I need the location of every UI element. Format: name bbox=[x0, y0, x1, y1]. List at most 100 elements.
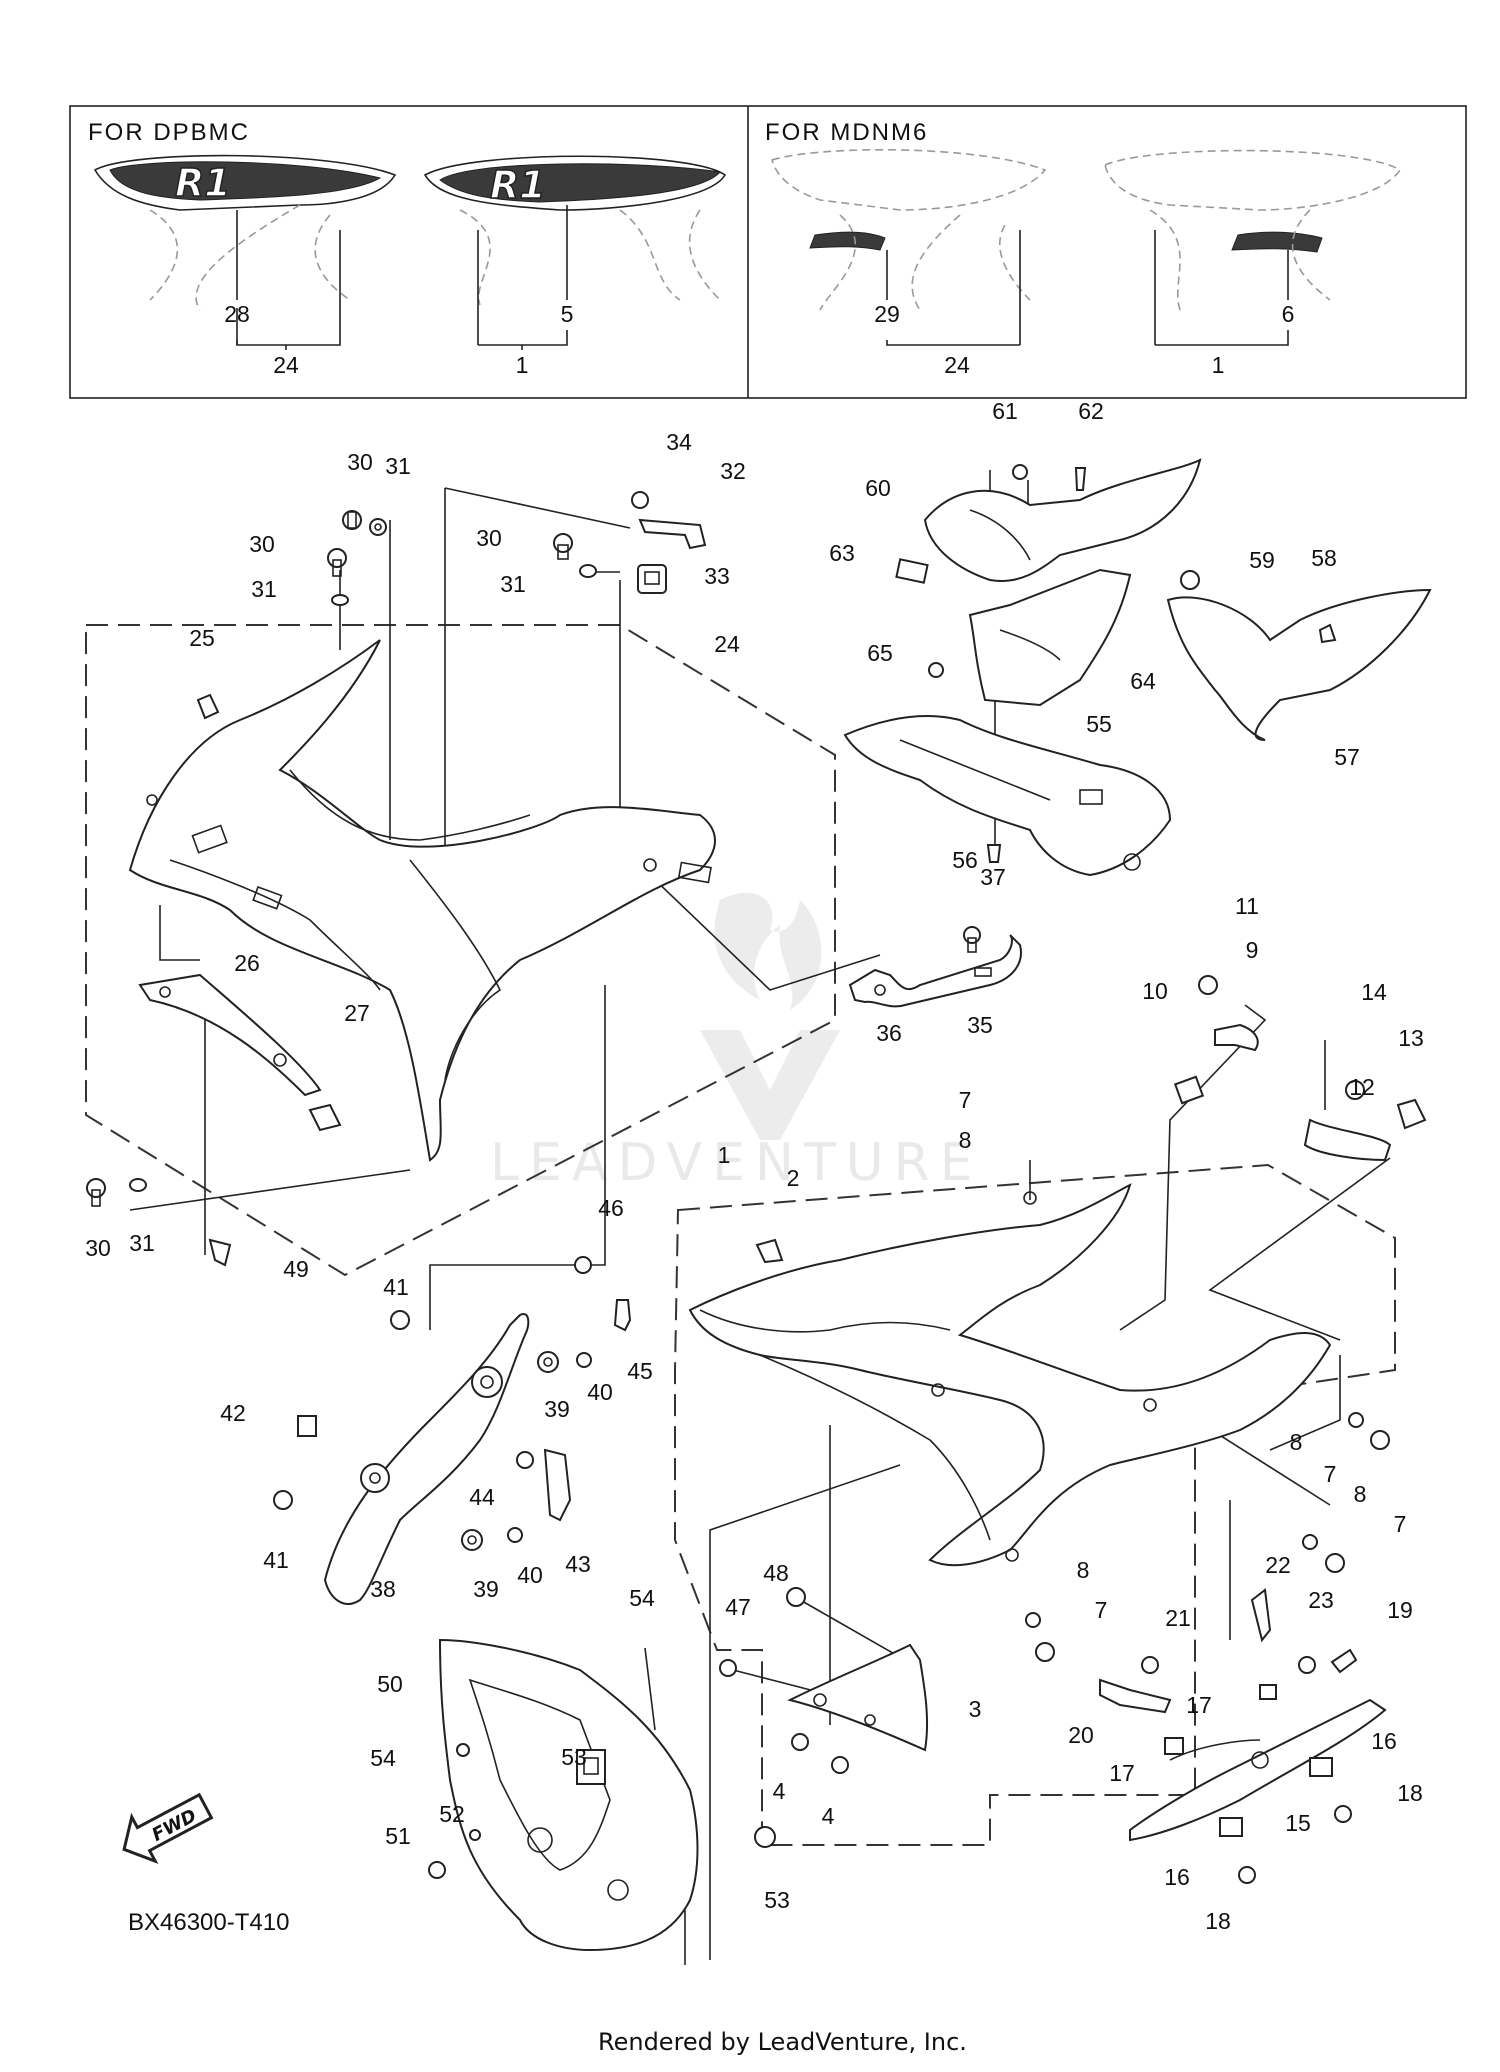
callout-36: 36 bbox=[876, 1020, 902, 1046]
callout-38: 38 bbox=[370, 1576, 396, 1602]
callout-62: 62 bbox=[1078, 398, 1104, 424]
callout-1: 1 bbox=[516, 352, 529, 378]
callout-56: 56 bbox=[952, 847, 978, 873]
callout-57: 57 bbox=[1334, 744, 1360, 770]
callout-17: 17 bbox=[1186, 1692, 1212, 1718]
callout-11: 11 bbox=[1235, 893, 1259, 919]
callout-59: 59 bbox=[1249, 547, 1275, 573]
callout-61: 61 bbox=[992, 398, 1018, 424]
callout-1: 1 bbox=[718, 1142, 731, 1168]
callout-30: 30 bbox=[347, 449, 373, 475]
callout-34: 34 bbox=[666, 429, 692, 455]
duct-parts bbox=[843, 458, 1432, 877]
callout-1: 1 bbox=[1212, 352, 1225, 378]
callout-27: 27 bbox=[344, 1000, 370, 1026]
callout-31: 31 bbox=[500, 571, 526, 597]
callout-24: 24 bbox=[273, 352, 299, 378]
callout-63: 63 bbox=[829, 540, 855, 566]
callout-54: 54 bbox=[370, 1745, 396, 1771]
r1-graphic-right: R1 bbox=[490, 163, 546, 207]
fasteners bbox=[86, 491, 707, 1267]
callout-15: 15 bbox=[1285, 1810, 1311, 1836]
callout-53: 53 bbox=[764, 1887, 790, 1913]
lower-right-parts bbox=[1025, 1412, 1390, 1884]
callout-9: 9 bbox=[1246, 937, 1259, 963]
callout-22: 22 bbox=[1265, 1552, 1291, 1578]
callout-39: 39 bbox=[473, 1576, 499, 1602]
callout-42: 42 bbox=[220, 1400, 246, 1426]
callout-19: 19 bbox=[1387, 1597, 1413, 1623]
callout-7: 7 bbox=[1394, 1511, 1407, 1537]
cover-3 bbox=[719, 1587, 929, 1774]
callout-23: 23 bbox=[1308, 1587, 1334, 1613]
inner-panel-26 bbox=[138, 973, 322, 1097]
callout-30: 30 bbox=[476, 525, 502, 551]
callout-35: 35 bbox=[967, 1012, 993, 1038]
callout-37: 37 bbox=[980, 864, 1006, 890]
callout-41: 41 bbox=[383, 1274, 409, 1300]
callout-28: 28 bbox=[224, 301, 250, 327]
brackets-35-36 bbox=[848, 926, 1022, 1008]
callout-41: 41 bbox=[263, 1547, 289, 1573]
callout-5: 5 bbox=[561, 301, 574, 327]
fwd-arrow-icon: FWD bbox=[122, 1792, 214, 1864]
legend-panel-mdnm6 bbox=[771, 148, 1402, 346]
callout-29: 29 bbox=[874, 301, 900, 327]
callout-50: 50 bbox=[377, 1671, 403, 1697]
callout-2: 2 bbox=[787, 1165, 800, 1191]
callout-8: 8 bbox=[1290, 1429, 1303, 1455]
callout-20: 20 bbox=[1068, 1722, 1094, 1748]
legend-box: FOR DPBMC FOR MDNM6 R1 R1 bbox=[69, 105, 1467, 399]
legend-title-dpbmc: FOR DPBMC bbox=[88, 119, 250, 146]
callout-64: 64 bbox=[1130, 668, 1156, 694]
callout-8: 8 bbox=[1077, 1557, 1090, 1583]
callout-7: 7 bbox=[1324, 1461, 1337, 1487]
callout-44: 44 bbox=[469, 1484, 495, 1510]
callout-53: 53 bbox=[561, 1744, 587, 1770]
footer-text: Rendered by LeadVenture, Inc. bbox=[598, 2028, 967, 2056]
callout-49: 49 bbox=[283, 1256, 309, 1282]
callout-21: 21 bbox=[1165, 1605, 1191, 1631]
callout-47: 47 bbox=[725, 1594, 751, 1620]
callout-7: 7 bbox=[1095, 1597, 1108, 1623]
callout-30: 30 bbox=[249, 531, 275, 557]
callout-26: 26 bbox=[234, 950, 260, 976]
callout-17: 17 bbox=[1109, 1760, 1135, 1786]
callout-4: 4 bbox=[773, 1778, 786, 1804]
callout-54: 54 bbox=[629, 1585, 655, 1611]
callout-18: 18 bbox=[1205, 1908, 1231, 1934]
legend-panel-dpbmc: R1 R1 bbox=[93, 154, 727, 350]
callout-45: 45 bbox=[627, 1358, 653, 1384]
callout-16: 16 bbox=[1371, 1728, 1397, 1754]
callout-51: 51 bbox=[385, 1823, 411, 1849]
callout-25: 25 bbox=[189, 625, 215, 651]
callout-24: 24 bbox=[714, 631, 740, 657]
callout-24: 24 bbox=[944, 352, 970, 378]
callout-10: 10 bbox=[1142, 978, 1168, 1004]
drawing-code: BX46300-T410 bbox=[128, 1909, 289, 1936]
callout-52: 52 bbox=[439, 1801, 465, 1827]
callout-7: 7 bbox=[959, 1087, 972, 1113]
callout-16: 16 bbox=[1164, 1864, 1190, 1890]
callout-8: 8 bbox=[959, 1127, 972, 1153]
lower-side-cowling bbox=[688, 1183, 1332, 1567]
callout-8: 8 bbox=[1354, 1481, 1367, 1507]
callout-40: 40 bbox=[517, 1562, 543, 1588]
watermark: LEADVENTURE bbox=[490, 892, 973, 1193]
callout-40: 40 bbox=[587, 1379, 613, 1405]
callout-12: 12 bbox=[1349, 1074, 1375, 1100]
callout-31: 31 bbox=[129, 1230, 155, 1256]
callout-65: 65 bbox=[867, 640, 893, 666]
upper-side-cowling bbox=[128, 639, 716, 1162]
callout-55: 55 bbox=[1086, 711, 1112, 737]
legend-title-mdnm6: FOR MDNM6 bbox=[765, 119, 928, 146]
callout-60: 60 bbox=[865, 475, 891, 501]
callout-32: 32 bbox=[720, 458, 746, 484]
callout-13: 13 bbox=[1398, 1025, 1424, 1051]
callout-33: 33 bbox=[704, 563, 730, 589]
callout-6: 6 bbox=[1282, 301, 1295, 327]
callout-58: 58 bbox=[1311, 545, 1337, 571]
callout-4: 4 bbox=[822, 1803, 835, 1829]
